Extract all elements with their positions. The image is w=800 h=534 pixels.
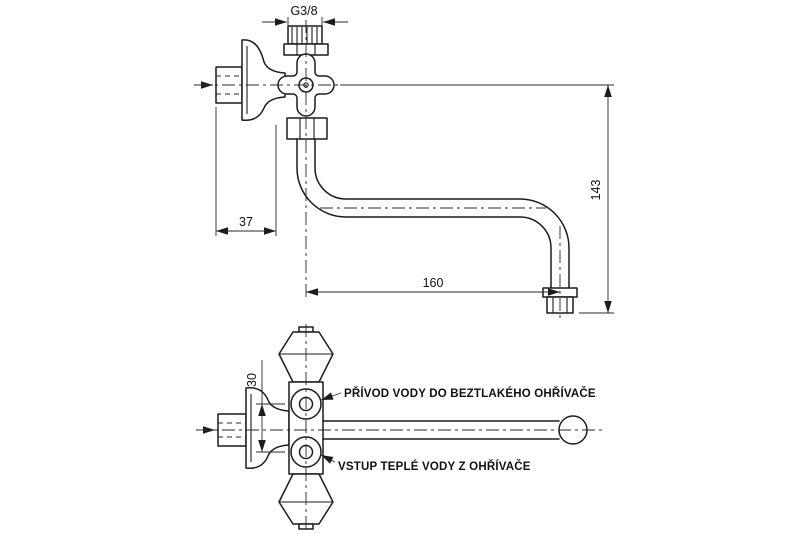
label-upper-port: PŘÍVOD VODY DO BEZTLAKÉHO OHŘÍVAČE xyxy=(320,387,596,401)
label-lower-port: VSTUP TEPLÉ VODY Z OHŘÍVAČE xyxy=(320,454,531,473)
dimension-thread: G3/8 xyxy=(262,4,348,28)
thread-hatch-lines xyxy=(291,27,318,44)
depth-extension-lines xyxy=(215,107,277,236)
depth-value-text: 37 xyxy=(239,215,253,229)
spout-top-view xyxy=(322,415,588,445)
upper-port-leader xyxy=(320,392,342,401)
dimension-height: 143 xyxy=(340,84,614,314)
flange-outline xyxy=(241,39,286,121)
spout-nut xyxy=(286,117,328,140)
dimension-reach: 160 xyxy=(306,276,560,296)
upper-port-label-text: PŘÍVOD VODY DO BEZTLAKÉHO OHŘÍVAČE xyxy=(344,387,596,400)
side-view-centerlines xyxy=(198,20,561,322)
reach-value-text: 160 xyxy=(423,276,444,290)
spout-nut-facets xyxy=(299,118,315,139)
lower-port-label-text: VSTUP TEPLÉ VODY Z OHŘÍVAČE xyxy=(338,460,531,473)
height-value-text: 143 xyxy=(589,180,603,201)
spout-nut-outline xyxy=(286,117,328,140)
top-stub-bore-hidden-lines xyxy=(218,422,246,438)
hex-collar-facets xyxy=(296,44,316,55)
dimension-depth: 37 xyxy=(215,107,277,236)
spout-top-edges xyxy=(322,420,560,440)
top-view: 30 PŘÍVOD VODY DO BEZTLAKÉHO OHŘÍVAČE VS… xyxy=(196,324,604,532)
thread-extension-lines xyxy=(287,17,323,28)
lower-port-leader xyxy=(320,454,336,464)
spout-inner-edge xyxy=(296,138,552,289)
port-spacing-value-text: 30 xyxy=(245,373,259,387)
dimension-port-spacing: 30 xyxy=(245,360,285,453)
thread-size-text: G3/8 xyxy=(290,4,317,18)
outlet-facets xyxy=(552,297,568,313)
top-wall-flange xyxy=(245,387,290,469)
spout-pipe xyxy=(296,138,570,289)
wall-flange xyxy=(241,39,286,121)
side-view: G3/8 37 143 160 xyxy=(194,4,614,322)
top-flange-outline xyxy=(245,387,290,469)
spout-outer-edge xyxy=(314,138,570,289)
stub-bore-hidden-lines xyxy=(216,75,242,95)
